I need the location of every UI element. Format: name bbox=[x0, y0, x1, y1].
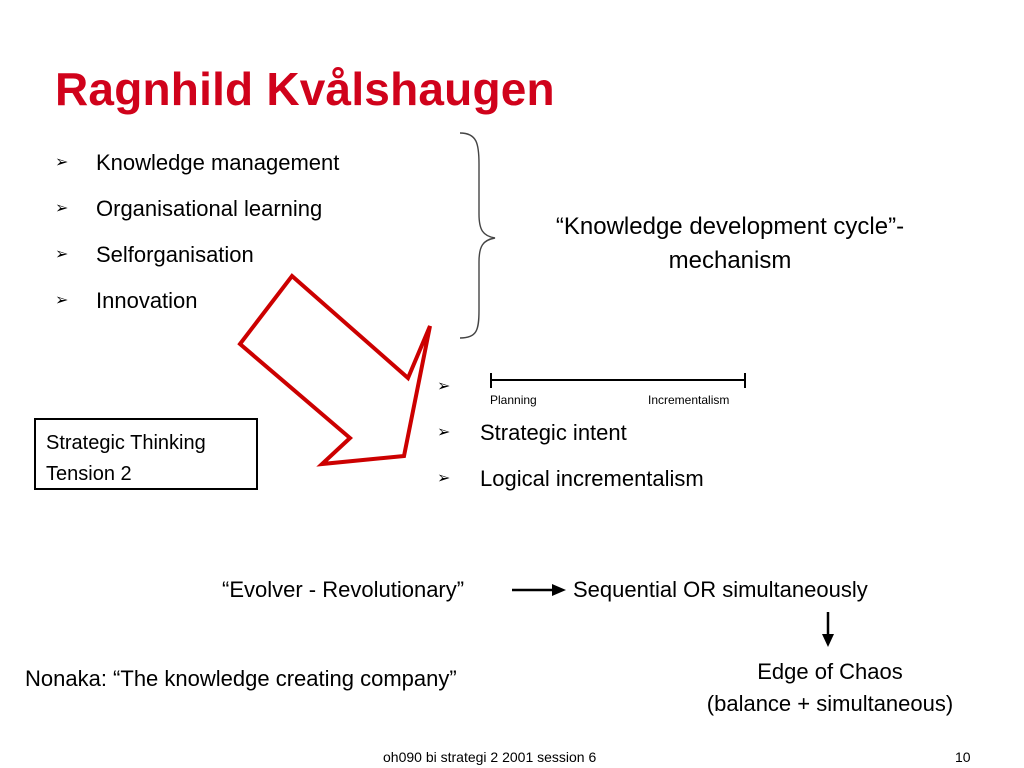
arrow-bullet-icon: ➢ bbox=[437, 424, 451, 441]
list-item: ➢ Knowledge management bbox=[55, 148, 435, 194]
big-arrow-icon bbox=[237, 273, 432, 467]
arrow-bullet-icon: ➢ bbox=[437, 378, 451, 395]
scale-left-label: Planning bbox=[490, 393, 537, 407]
edge-line-2: (balance + simultaneous) bbox=[706, 691, 954, 716]
scale-right-label: Incrementalism bbox=[648, 393, 730, 407]
bullet-text: Strategic intent bbox=[480, 420, 627, 445]
arrow-bullet-icon: ➢ bbox=[55, 292, 69, 309]
edge-line-1: Edge of Chaos bbox=[757, 659, 903, 684]
sequential-text: Sequential OR simultaneously bbox=[573, 577, 868, 602]
nonaka-text: Nonaka: “The knowledge creating company” bbox=[25, 666, 457, 691]
box-line-2: Tension 2 bbox=[46, 463, 132, 485]
lower-bullet-list: ➢ bbox=[437, 372, 857, 418]
bullet-text: Organisational learning bbox=[96, 196, 323, 221]
list-item: ➢ Strategic intent bbox=[437, 418, 857, 464]
list-item: ➢ Innovation bbox=[55, 286, 435, 332]
cycle-line-1: “Knowledge development cycle”- bbox=[555, 213, 905, 240]
list-item: ➢ Logical incrementalism bbox=[437, 464, 857, 510]
strategy-bullet-list: ➢ Strategic intent ➢ Logical incremental… bbox=[437, 418, 857, 510]
strategic-thinking-box: Strategic Thinking Tension 2 bbox=[34, 418, 258, 490]
bullet-text: Innovation bbox=[96, 288, 198, 313]
bullet-text: Logical incrementalism bbox=[480, 466, 704, 491]
list-item: ➢ Selforganisation bbox=[55, 240, 435, 286]
list-item: ➢ Organisational learning bbox=[55, 194, 435, 240]
planning-incrementalism-scale bbox=[490, 373, 746, 388]
arrow-bullet-icon: ➢ bbox=[437, 470, 451, 487]
arrow-bullet-icon: ➢ bbox=[55, 154, 69, 171]
evolver-text: “Evolver - Revolutionary” bbox=[222, 577, 465, 602]
top-bullet-list: ➢ Knowledge management ➢ Organisational … bbox=[55, 148, 435, 332]
footer-text: oh090 bi strategi 2 2001 session 6 bbox=[383, 749, 597, 765]
slide-title: Ragnhild Kvålshaugen bbox=[55, 63, 555, 115]
cycle-label: “Knowledge development cycle”- mechanism bbox=[470, 210, 990, 278]
curly-brace bbox=[459, 132, 496, 339]
arrow-bullet-icon: ➢ bbox=[55, 246, 69, 263]
right-arrow-icon bbox=[512, 584, 566, 596]
down-arrow-icon bbox=[822, 612, 834, 647]
arrow-bullet-icon: ➢ bbox=[55, 200, 69, 217]
box-line-1: Strategic Thinking bbox=[46, 432, 206, 454]
edge-of-chaos-label: Edge of Chaos (balance + simultaneous) bbox=[660, 656, 1000, 720]
list-item: ➢ bbox=[437, 372, 857, 418]
bullet-text: Knowledge management bbox=[96, 150, 340, 175]
page-number: 10 bbox=[955, 749, 971, 765]
cycle-line-2: mechanism bbox=[668, 247, 792, 274]
bullet-text: Selforganisation bbox=[96, 242, 254, 267]
